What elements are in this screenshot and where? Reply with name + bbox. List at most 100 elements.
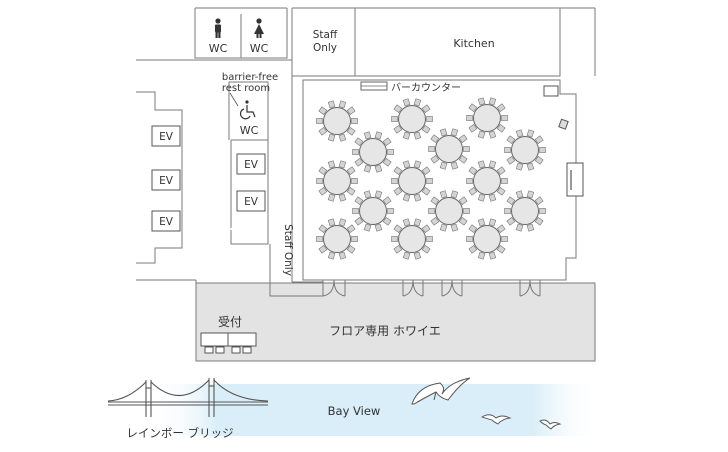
chair xyxy=(458,217,468,226)
chair xyxy=(477,193,486,202)
chair xyxy=(501,115,508,121)
ev-box xyxy=(236,190,266,212)
chair xyxy=(346,166,356,175)
chair xyxy=(346,187,356,196)
round-table xyxy=(504,190,546,232)
chair xyxy=(393,104,403,113)
seagull-icon xyxy=(480,414,512,425)
chair xyxy=(496,124,506,133)
chair xyxy=(534,217,544,226)
chair xyxy=(338,133,347,142)
round-table xyxy=(316,218,358,260)
chair xyxy=(413,218,422,227)
table-top xyxy=(435,135,463,163)
round-table xyxy=(316,160,358,202)
chair xyxy=(382,158,392,167)
chair xyxy=(468,166,478,175)
chair xyxy=(488,130,497,139)
chair xyxy=(402,98,411,107)
podium xyxy=(558,118,569,130)
chair xyxy=(428,146,435,152)
ev-label: EV xyxy=(159,175,174,187)
chair xyxy=(327,251,336,260)
chair xyxy=(496,103,506,112)
chair xyxy=(477,160,486,169)
chair xyxy=(468,103,478,112)
chair xyxy=(382,137,392,146)
table-top xyxy=(435,197,463,225)
staff-only-vertical-label: Staff Only xyxy=(282,224,294,276)
chair xyxy=(374,190,383,199)
chair xyxy=(318,106,328,115)
chair xyxy=(327,100,336,109)
chair xyxy=(387,208,394,214)
bar-counter-label: バーカウンター xyxy=(391,82,461,94)
table-top xyxy=(511,197,539,225)
table-top xyxy=(473,167,501,195)
table-top xyxy=(398,105,426,133)
chair xyxy=(318,224,328,233)
chair xyxy=(374,223,383,232)
chair xyxy=(363,190,372,199)
bridge-icon xyxy=(107,378,269,417)
round-table xyxy=(428,190,470,232)
chair xyxy=(351,118,358,124)
foyer-area xyxy=(195,282,596,362)
chair xyxy=(421,166,431,175)
chair xyxy=(374,164,383,173)
reception-label: 受付 xyxy=(218,315,242,329)
seagull-icon xyxy=(411,377,471,405)
female-icon xyxy=(254,18,264,38)
chair xyxy=(421,125,431,134)
chair xyxy=(515,190,524,199)
chair xyxy=(439,190,448,199)
chair xyxy=(496,187,506,196)
chair xyxy=(430,155,440,164)
chair xyxy=(393,125,403,134)
staff-only-top-label-2: Only xyxy=(313,42,337,54)
ev-box xyxy=(151,210,181,232)
chair xyxy=(421,104,431,113)
round-table xyxy=(352,190,394,232)
table-top xyxy=(511,136,539,164)
chair xyxy=(316,236,323,242)
chair xyxy=(363,131,372,140)
chair xyxy=(450,161,459,170)
chair xyxy=(413,193,422,202)
chair xyxy=(391,236,398,242)
chair xyxy=(504,147,511,153)
chair xyxy=(526,190,535,199)
chair xyxy=(488,97,497,106)
chair xyxy=(477,251,486,260)
chair xyxy=(466,236,473,242)
chair xyxy=(501,178,508,184)
chair xyxy=(488,193,497,202)
ev-label: EV xyxy=(244,196,259,208)
chair xyxy=(463,208,470,214)
chair xyxy=(413,131,422,140)
bay-view-label: Bay View xyxy=(328,404,381,418)
chair xyxy=(428,208,435,214)
chair xyxy=(382,196,392,205)
chair xyxy=(439,161,448,170)
kitchen-label: Kitchen xyxy=(453,37,494,50)
table-top xyxy=(323,107,351,135)
chair xyxy=(363,164,372,173)
chair xyxy=(352,149,359,155)
chair xyxy=(466,178,473,184)
chair xyxy=(338,218,347,227)
chair xyxy=(316,178,323,184)
chair xyxy=(354,196,364,205)
chair xyxy=(346,224,356,233)
chair xyxy=(439,223,448,232)
chair xyxy=(534,135,544,144)
reception-desk xyxy=(200,332,257,354)
chair xyxy=(338,160,347,169)
table-top xyxy=(398,225,426,253)
chair xyxy=(327,218,336,227)
wheelchair-icon xyxy=(240,100,256,120)
chair xyxy=(430,134,440,143)
chair xyxy=(351,236,358,242)
round-table xyxy=(391,218,433,260)
chair xyxy=(374,131,383,140)
